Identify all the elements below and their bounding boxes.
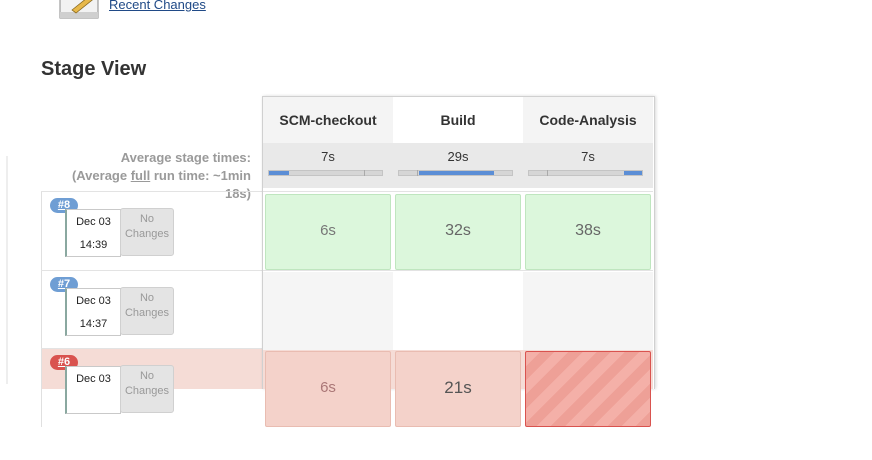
sidebar-edge: [6, 156, 8, 384]
stage-header-code-analysis: Code-Analysis: [523, 97, 653, 143]
changes-box[interactable]: No Changes: [120, 287, 174, 335]
stage-avg-time: 7s: [523, 143, 653, 188]
stage-cell-success[interactable]: 38s: [525, 194, 651, 270]
avg-label-full: full: [130, 168, 151, 183]
stage-duration-fill: [269, 171, 290, 175]
build-date-box: Dec 03 14:37: [65, 288, 121, 336]
build-date-box: Dec 03 14:39: [65, 209, 121, 257]
recent-changes-label[interactable]: Recent Changes: [109, 0, 206, 12]
stage-avg-time: 29s: [393, 143, 523, 188]
stage-avg-time: 7s: [263, 143, 393, 188]
build-date: Dec 03: [76, 216, 111, 228]
stage-grid: SCM-checkout Build Code-Analysis 7s 29s …: [262, 96, 655, 427]
stage-cell-success[interactable]: 6s: [265, 194, 391, 270]
row-divider: [41, 270, 653, 271]
stage-duration-bar: [398, 170, 513, 176]
page-title: Stage View: [41, 58, 147, 80]
stage-header-scm-checkout: SCM-checkout: [263, 97, 393, 143]
stage-cell-empty: [523, 272, 653, 350]
stage-duration-bar: [528, 170, 643, 176]
stage-avg-value: 7s: [321, 149, 335, 164]
build-row-6[interactable]: #6 Dec 03 No Changes: [41, 349, 263, 427]
build-time: 14:37: [79, 318, 108, 330]
build-date-box: Dec 03: [65, 366, 121, 414]
changes-box[interactable]: No Changes: [120, 365, 174, 413]
avg-label-line3: 18s): [224, 186, 251, 201]
stage-duration-fill: [623, 171, 642, 175]
average-stage-times-label: Average stage times: (Average full run t…: [31, 149, 251, 203]
avg-label-prefix: (Average: [71, 168, 131, 183]
stage-view: Average stage times: (Average full run t…: [41, 96, 655, 427]
bar-tick: [547, 170, 548, 176]
stage-cell-failed[interactable]: 21s: [395, 351, 521, 427]
build-date: Dec 03: [76, 373, 111, 385]
stage-duration-bar: [268, 170, 383, 176]
stage-cell-empty: [393, 272, 523, 350]
changes-box[interactable]: No Changes: [120, 208, 174, 256]
notepad-icon: [59, 0, 99, 19]
build-date: Dec 03: [76, 295, 111, 307]
row-divider: [41, 191, 653, 192]
stage-duration-fill: [419, 171, 494, 175]
avg-label-line1: Average stage times:: [120, 150, 251, 165]
bar-tick: [364, 170, 365, 176]
stage-cell-failed[interactable]: 6s: [265, 351, 391, 427]
stage-header-build: Build: [440, 112, 476, 128]
stage-cell-success[interactable]: 32s: [395, 194, 521, 270]
build-row-7[interactable]: #7 Dec 03 14:37 No Changes: [41, 271, 263, 349]
stage-cell-empty: [263, 272, 393, 350]
build-time: 14:39: [79, 239, 108, 251]
build-row-8[interactable]: #8 Dec 03 14:39 No Changes: [41, 192, 263, 270]
stage-avg-value: 7s: [581, 149, 595, 164]
bar-tick: [417, 170, 418, 176]
stage-avg-value: 29s: [447, 149, 469, 164]
stage-cell-error[interactable]: [525, 351, 651, 427]
avg-label-line2: (Average full run time: ~1min: [31, 167, 251, 185]
avg-label-suffix: run time: ~1min: [150, 168, 251, 183]
